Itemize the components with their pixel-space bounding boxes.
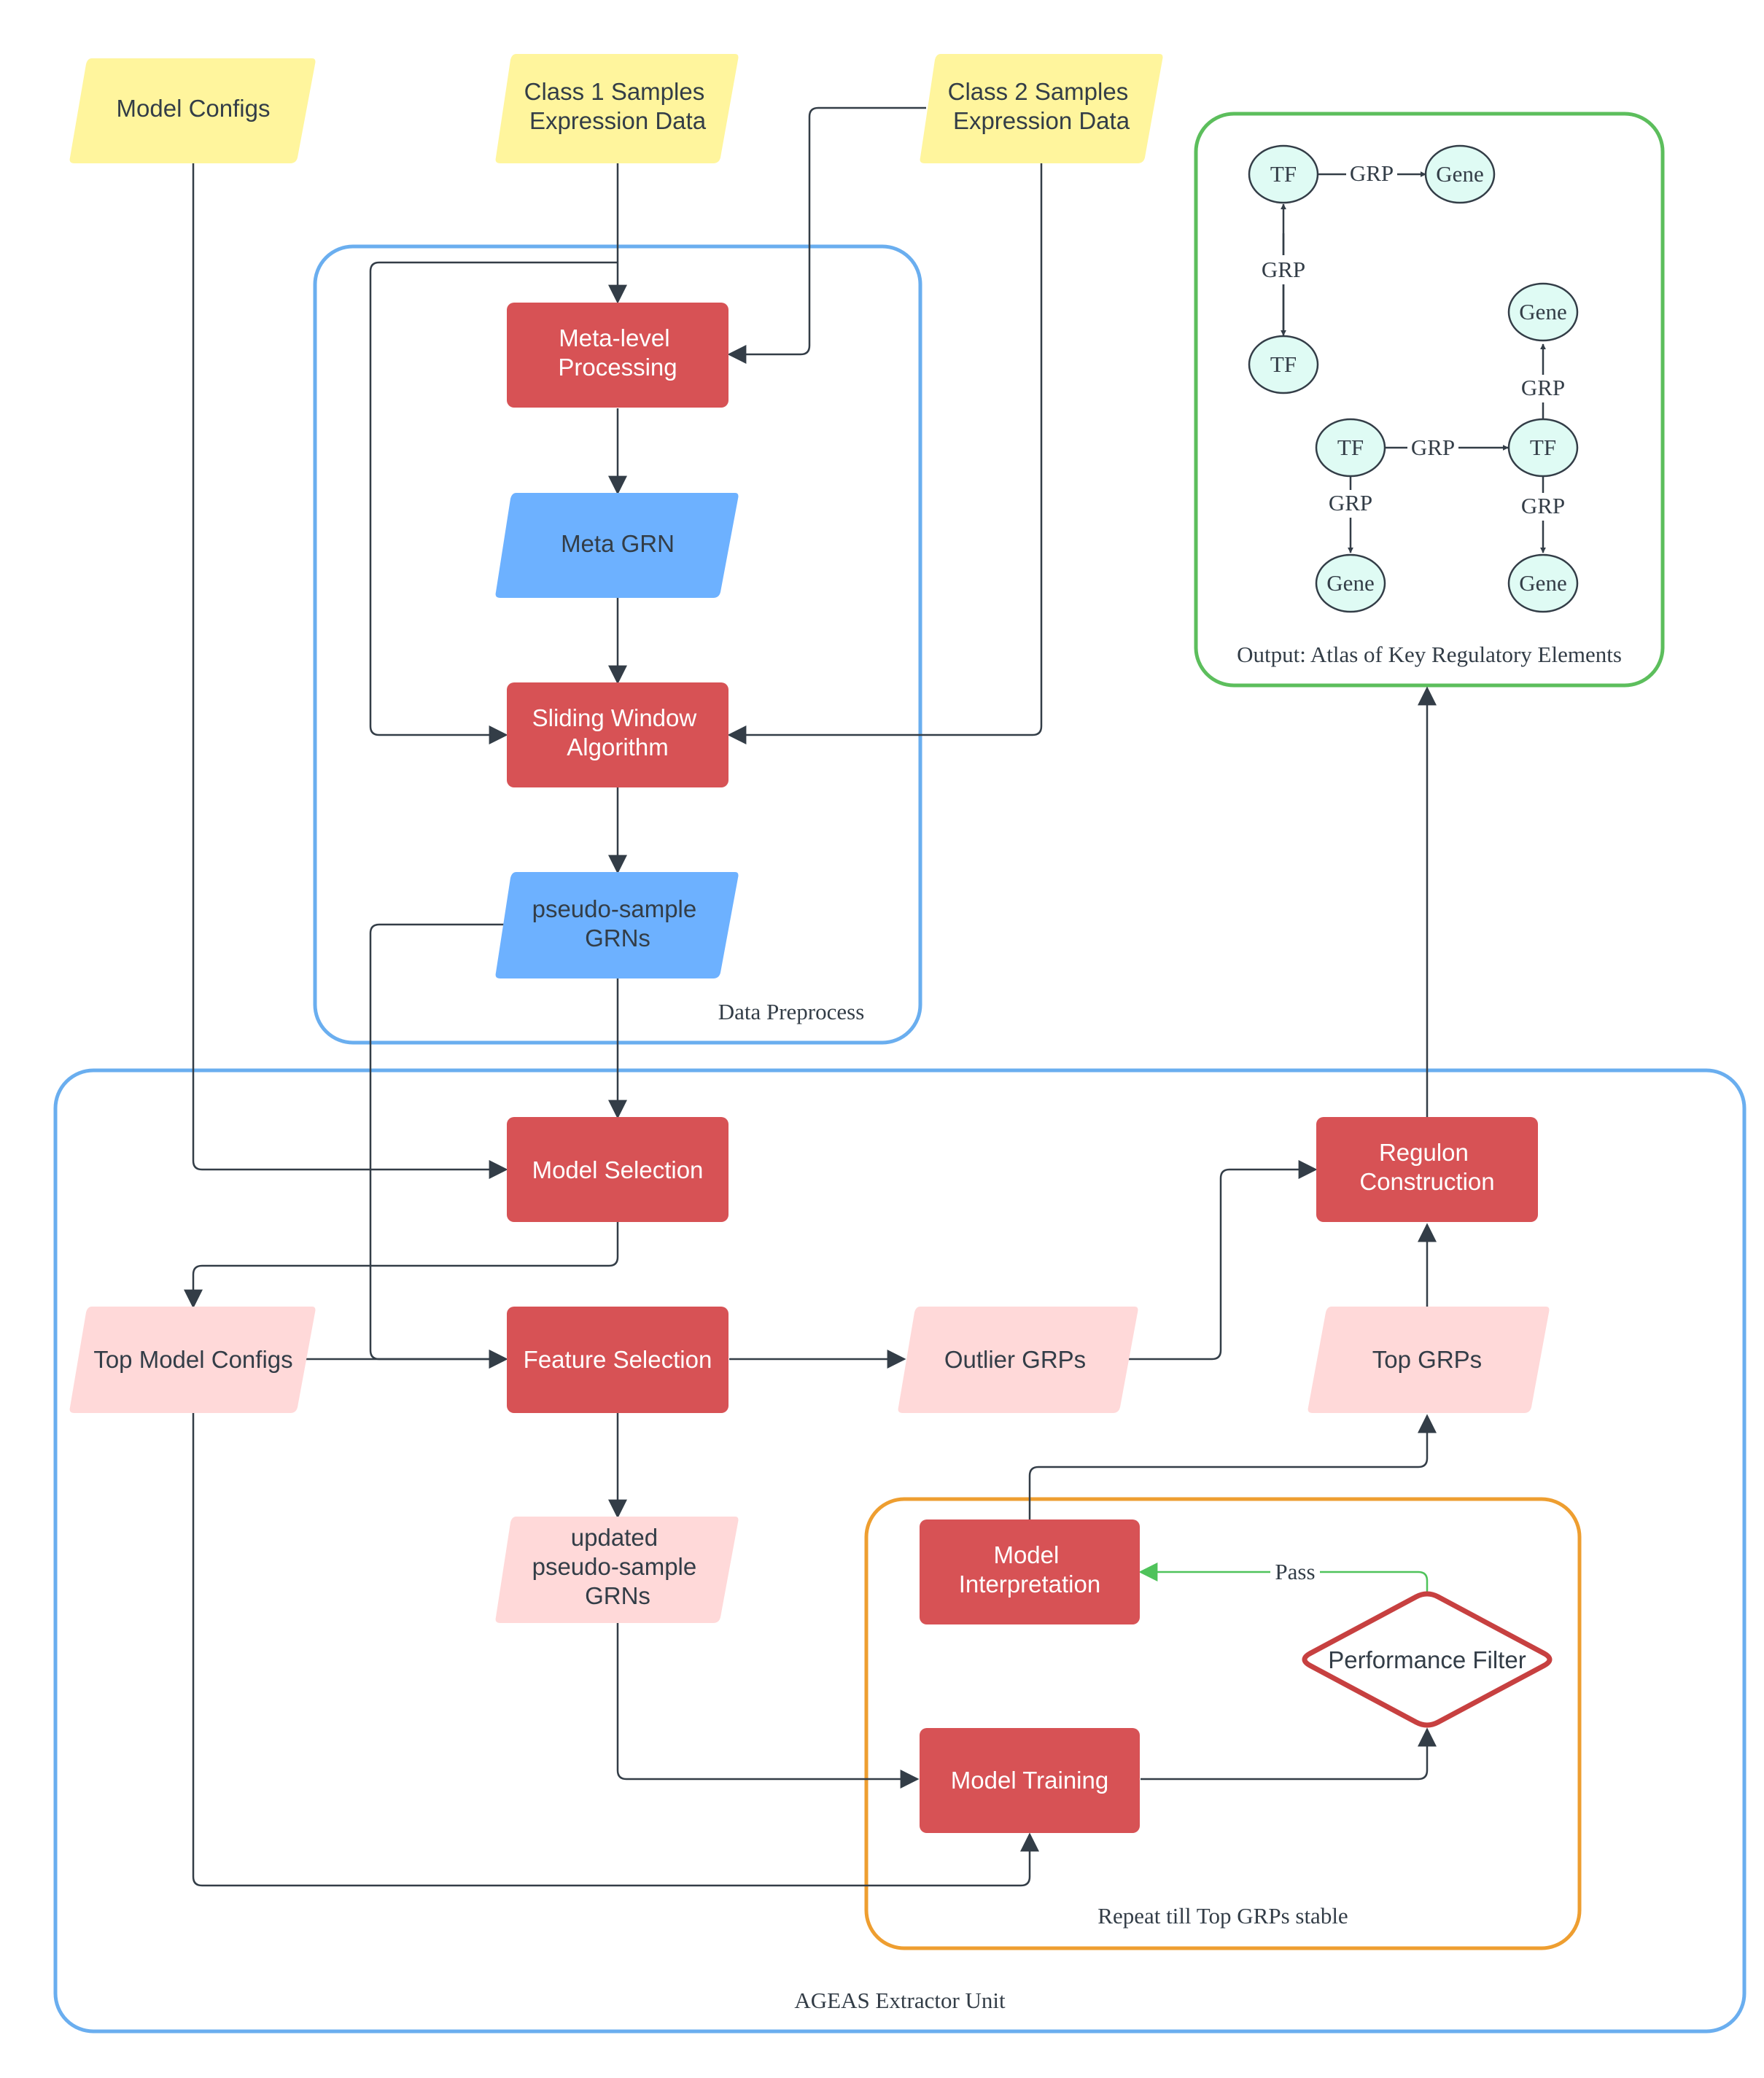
edge-class2-to-sliding [727,162,1043,744]
atlas-tf-node [1315,418,1386,478]
performance-filter-text: Performance Filter [1328,1646,1526,1673]
top-grps-node[interactable]: Top GRPs [1308,1307,1550,1413]
pass-label-bg [1270,1559,1320,1585]
atlas-grp-label: GRP [1262,257,1305,282]
model-configs-input[interactable]: Model Configs [69,58,316,163]
model-selection-text: Model Selection [532,1156,704,1183]
svg-text:Meta-level Processing: Meta-level Processing [558,324,677,381]
model-training-text: Model Training [951,1767,1108,1794]
edge-topconfigs-to-training [192,1413,1039,1887]
atlas-tf-text: TF [1337,435,1364,460]
atlas-gene-node [1424,144,1496,204]
edge-outlier-to-regulon [1122,1160,1318,1361]
extractor-unit-frame [53,1068,1746,2034]
svg-text:Class 1 Samples Expressi: Class 1 Samples Expression Data [524,78,712,134]
atlas-tf-text: TF [1530,435,1556,460]
meta-processing-line1: Meta-level [559,324,669,351]
class1-line1: Class 1 Samples [524,78,705,105]
model-interpretation-node[interactable]: Model Interpretation [920,1519,1140,1624]
updated-pseudo-sample-grns-node[interactable]: updated pseudo-sample GRNs [495,1517,739,1623]
top-model-configs-text: Top Model Configs [93,1346,292,1373]
atlas-gene-text: Gene [1519,299,1566,324]
atlas-gene-node [1315,553,1386,613]
svg-text:Sliding Window Algorithm: Sliding Window Algorithm [532,704,704,760]
sliding-window-node[interactable]: Sliding Window Algorithm [507,682,728,787]
edge-interpretation-to-topgrps [1028,1414,1437,1519]
outlier-grps-text: Outlier GRPs [944,1346,1086,1373]
repeat-loop-frame [864,1497,1582,1950]
edge-updated-to-training [616,1623,920,1789]
updated-line1: updated [571,1524,658,1551]
edge-configs-to-modelsel [192,162,508,1179]
outlier-grps-node[interactable]: Outlier GRPs [898,1307,1138,1413]
class2-samples-input[interactable]: Class 2 Samples Expression Data [920,54,1163,163]
atlas-gene-node [1507,282,1579,342]
data-preprocess-label: Data Preprocess [718,999,865,1024]
atlas-gene-text: Gene [1519,570,1566,596]
connectors [184,106,1437,1887]
edge-training-to-filter [1141,1727,1437,1781]
model-training-node[interactable]: Model Training [920,1728,1140,1833]
feature-selection-node[interactable]: Feature Selection [507,1307,728,1413]
edge-modelsel-to-topconfigs [184,1222,619,1309]
pseudo-line1: pseudo-sample [532,895,697,922]
edge-pseudo-to-featuresel [369,923,510,1369]
output-atlas-frame [1194,112,1665,688]
meta-grn-text: Meta GRN [561,530,675,557]
class1-line2: Expression Data [529,107,707,134]
svg-text:Regulon Construction: Regulon Construction [1359,1139,1494,1195]
repeat-loop-label: Repeat till Top GRPs stable [1097,1903,1348,1929]
atlas-tf-node [1248,335,1319,394]
interpretation-line1: Model [993,1541,1059,1568]
edge-class2-to-meta [727,106,926,364]
svg-text:Model Interpretation: Model Interpretation [959,1541,1100,1598]
pseudo-line2: GRNs [585,925,650,952]
extractor-unit-label: AGEAS Extractor Unit [794,1988,1006,2013]
svg-text:Class 2 Samples Expressi: Class 2 Samples Expression Data [948,78,1135,134]
edge-class1-to-sliding [369,261,618,744]
atlas-gene-node [1507,553,1579,613]
meta-grn-node[interactable]: Meta GRN [495,493,739,598]
model-configs-text: Model Configs [117,95,271,122]
atlas-tf-text: TF [1270,351,1297,377]
edge-filter-pass-to-interpretation [1138,1563,1429,1594]
svg-text:pseudo-sample GRNs: pseudo-sample GRNs [532,895,704,952]
pass-label: Pass [1275,1559,1315,1584]
class2-line2: Expression Data [953,107,1130,134]
performance-filter-node[interactable]: Performance Filter [1302,1591,1553,1728]
updated-line2: pseudo-sample [532,1553,697,1580]
meta-level-processing-node[interactable]: Meta-level Processing [507,303,728,408]
class2-line1: Class 2 Samples [948,78,1129,105]
atlas-network: GRP GRP GRP GRP GRP GRP TF Gene TF Gene … [1248,144,1579,613]
feature-selection-text: Feature Selection [524,1346,712,1373]
atlas-tf-text: TF [1270,161,1297,187]
atlas-tf-node [1248,144,1319,204]
sliding-line1: Sliding Window [532,704,697,731]
model-selection-node[interactable]: Model Selection [507,1117,728,1222]
class1-samples-input[interactable]: Class 1 Samples Expression Data [495,54,739,163]
atlas-tf-node [1507,418,1579,478]
atlas-grp-label: GRP [1350,160,1394,186]
atlas-grp-label: GRP [1521,375,1565,400]
regulon-construction-node[interactable]: Regulon Construction [1316,1117,1538,1222]
pseudo-sample-grns-node[interactable]: pseudo-sample GRNs [495,872,739,978]
top-model-configs-node[interactable]: Top Model Configs [69,1307,316,1413]
meta-processing-line2: Processing [558,354,677,381]
output-atlas-label: Output: Atlas of Key Regulatory Elements [1237,642,1622,667]
atlas-gene-text: Gene [1326,570,1374,596]
svg-text:updated pseudo-sample: updated pseudo-sample GRNs [532,1524,704,1609]
atlas-grp-label: GRP [1329,490,1372,515]
atlas-grp-label: GRP [1521,493,1565,518]
sliding-line2: Algorithm [567,733,668,760]
atlas-grp-label: GRP [1411,435,1455,460]
interpretation-line2: Interpretation [959,1571,1100,1598]
updated-line3: GRNs [585,1582,650,1609]
regulon-line2: Construction [1359,1168,1494,1195]
top-grps-text: Top GRPs [1372,1346,1482,1373]
regulon-line1: Regulon [1379,1139,1469,1166]
atlas-gene-text: Gene [1436,161,1483,187]
